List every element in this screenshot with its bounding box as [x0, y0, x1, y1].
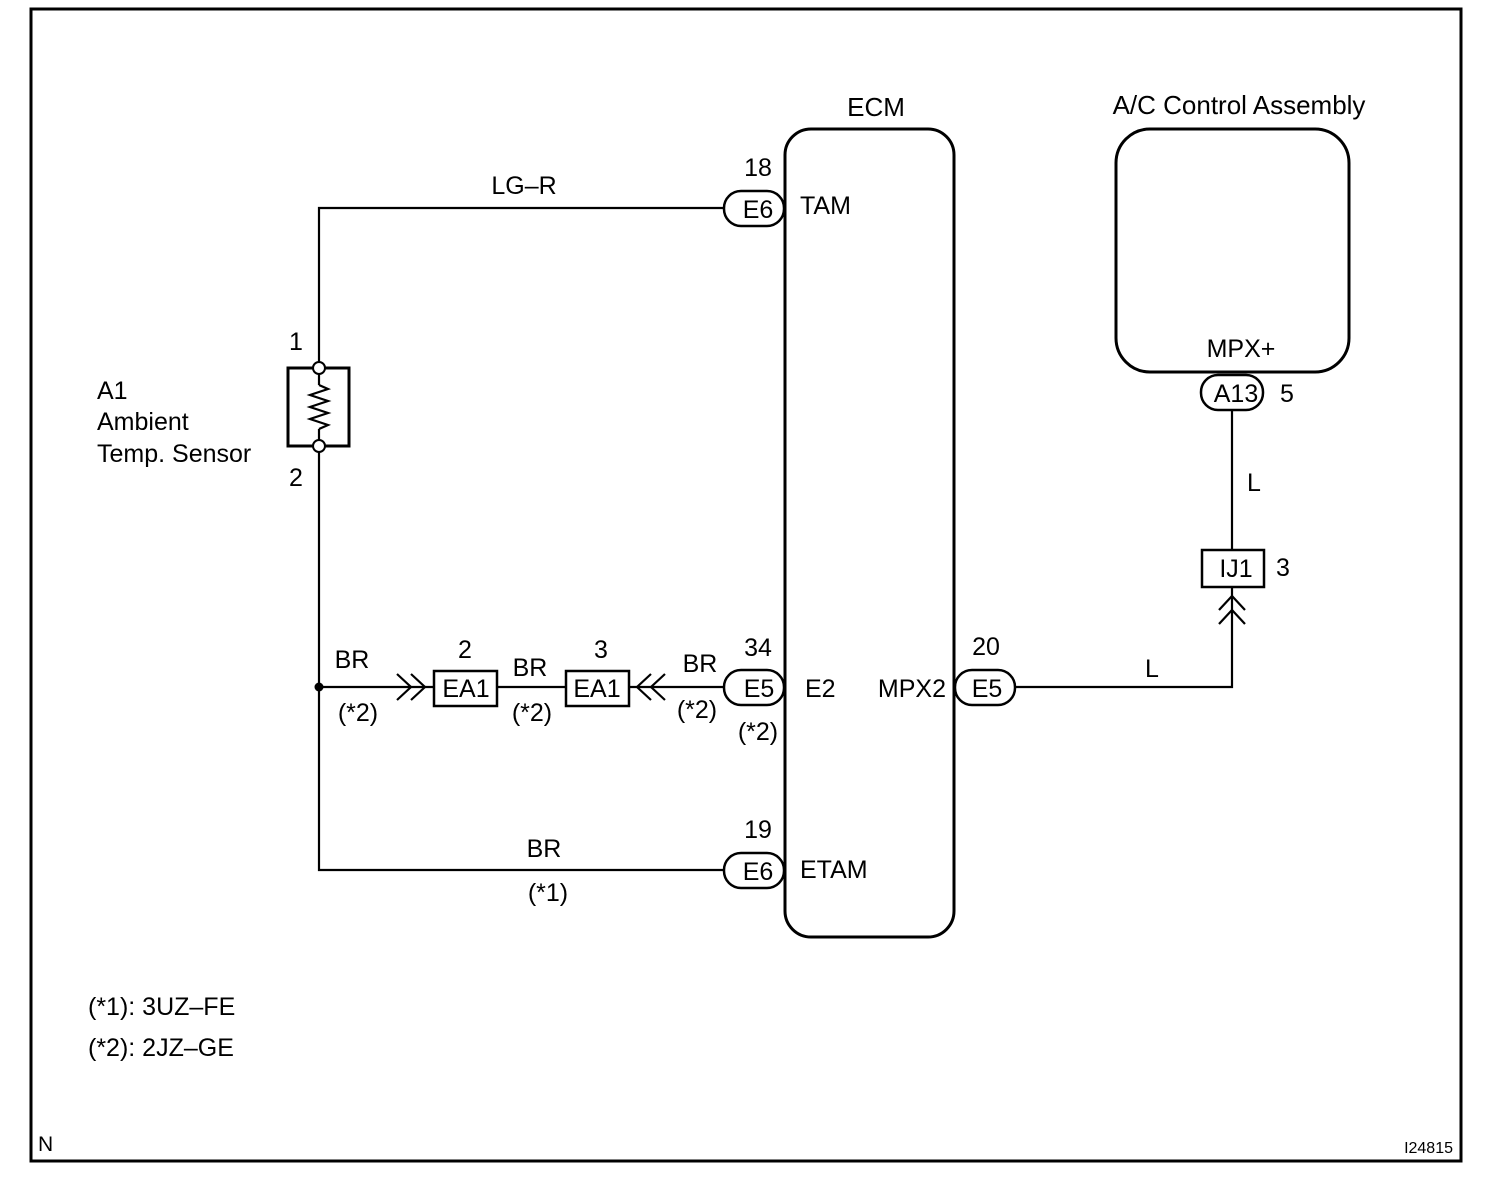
chevron-icon — [396, 673, 413, 701]
ecm-pin-e2-note: (*2) — [738, 718, 778, 746]
connector-e6-etam-label: E6 — [743, 858, 774, 886]
ecm-block — [783, 127, 956, 939]
sensor-label-name: Temp. Sensor — [97, 440, 251, 468]
corner-mark-left: N — [38, 1133, 53, 1156]
pin-20: 20 — [972, 633, 1000, 661]
connector-a13-label: A13 — [1214, 380, 1258, 408]
wire-tam — [317, 206, 724, 362]
ecm-pin-etam: ETAM — [800, 856, 868, 884]
connector-e5-e2 — [722, 668, 786, 707]
junction-ea1-pin3 — [564, 669, 631, 708]
figure-id: I24815 — [1404, 1140, 1453, 1157]
pin-19: 19 — [744, 816, 772, 844]
sensor-pin-1: 1 — [289, 328, 303, 356]
chevron-icon — [635, 673, 652, 701]
connector-e6-etam — [722, 851, 786, 890]
wire-etam — [317, 452, 724, 872]
wire-mpx-color: L — [1145, 655, 1159, 683]
wire-e2-mid-color: BR — [513, 654, 548, 682]
wire-e2-right-color: BR — [683, 650, 718, 678]
sensor-terminal-2 — [312, 439, 326, 453]
diagram-frame — [29, 7, 1463, 1163]
wire-e2-left-color: BR — [335, 646, 370, 674]
chevron-up-icon — [1218, 608, 1246, 625]
ecm-pin-e2: E2 — [805, 675, 836, 703]
junction-ea1-pin3-label: EA1 — [573, 675, 620, 703]
connector-e5-e2-label: E5 — [744, 675, 775, 703]
ac-title: A/C Control Assembly — [1113, 90, 1366, 120]
wire-mpx — [1015, 588, 1234, 689]
pin-18: 18 — [744, 154, 772, 182]
sensor-pin-2: 2 — [289, 464, 303, 492]
sensor-label-ambient: Ambient — [97, 408, 189, 436]
legend-note-1: (*1): 3UZ–FE — [88, 993, 235, 1021]
ac-control-block — [1114, 127, 1351, 374]
wire-mpx-vertical-color: L — [1247, 469, 1261, 497]
junction-ea1-pin2-num: 2 — [458, 636, 472, 664]
wire-e2-mid-note: (*2) — [512, 699, 552, 727]
wire-e2-right-note: (*2) — [677, 696, 717, 724]
junction-ij1 — [1200, 548, 1266, 589]
ac-pin-mpx-plus: MPX+ — [1207, 335, 1276, 363]
junction-ea1-pin2 — [432, 669, 499, 708]
wire-etam-color: BR — [527, 835, 562, 863]
connector-a13-pin: 5 — [1280, 380, 1294, 408]
junction-ij1-label: IJ1 — [1219, 555, 1252, 583]
junction-ea1-pin2-label: EA1 — [442, 675, 489, 703]
ecm-title: ECM — [847, 92, 905, 122]
resistor-symbol — [306, 383, 332, 431]
wire-tam-color: LG–R — [491, 172, 556, 200]
wire-etam-note: (*1) — [528, 879, 568, 907]
connector-e5-mpx2-label: E5 — [972, 675, 1003, 703]
chevron-icon — [649, 673, 666, 701]
junction-ij1-num: 3 — [1276, 554, 1290, 582]
connector-e6-tam-label: E6 — [743, 196, 774, 224]
connector-e6-tam — [722, 189, 786, 228]
chevron-up-icon — [1218, 594, 1246, 611]
sensor-terminal-1 — [312, 361, 326, 375]
chevron-icon — [410, 673, 427, 701]
connector-a13 — [1199, 373, 1265, 412]
pin-34: 34 — [744, 634, 772, 662]
ecm-pin-mpx2: MPX2 — [878, 675, 946, 703]
junction-ea1-pin3-num: 3 — [594, 636, 608, 664]
wire-e2-left-note: (*2) — [338, 699, 378, 727]
legend-note-2: (*2): 2JZ–GE — [88, 1034, 234, 1062]
sensor-label-id: A1 — [97, 377, 128, 405]
ecm-pin-tam: TAM — [800, 192, 851, 220]
